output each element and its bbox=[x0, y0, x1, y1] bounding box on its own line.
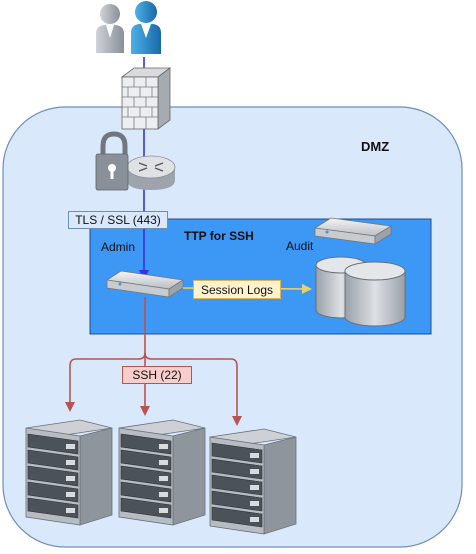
ttp-zone-label: TTP for SSH bbox=[184, 229, 254, 243]
firewall-icon bbox=[120, 67, 172, 130]
session-logs-label: Session Logs bbox=[193, 280, 281, 299]
tls-port-label: TLS / SSL (443) bbox=[68, 211, 168, 229]
users-icon bbox=[96, 1, 161, 54]
ssh-connectors bbox=[65, 297, 242, 426]
router-lock-icon bbox=[95, 131, 176, 191]
audit-label: Audit bbox=[286, 239, 314, 253]
server-rack-icon bbox=[209, 428, 297, 535]
audit-server-icon bbox=[313, 217, 393, 245]
server-rack-icon bbox=[25, 419, 113, 526]
ssh-port-label: SSH (22) bbox=[122, 366, 192, 384]
admin-label: Admin bbox=[101, 240, 136, 254]
server-rack-icon bbox=[118, 419, 206, 526]
proxy-server-icon bbox=[105, 270, 185, 298]
storage-icon bbox=[315, 256, 406, 327]
dmz-zone-label: DMZ bbox=[361, 139, 390, 154]
